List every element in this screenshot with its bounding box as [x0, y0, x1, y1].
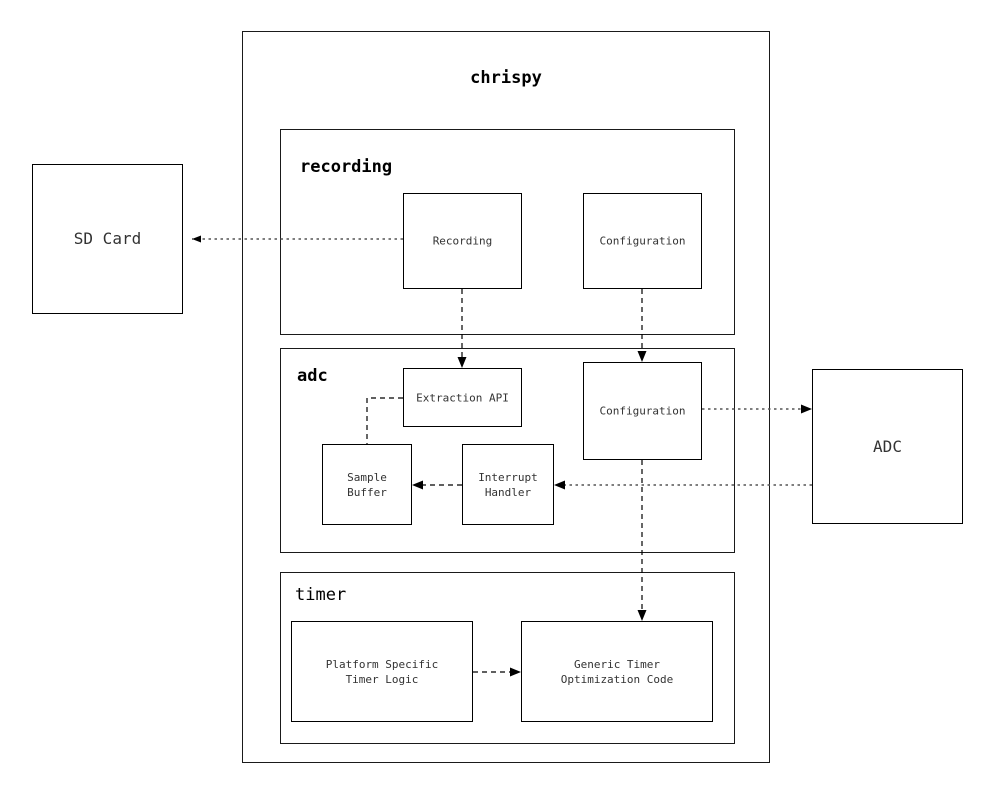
- container-recording: [280, 129, 735, 335]
- node-adc-configuration-label: Configuration: [599, 404, 686, 418]
- page-title: chrispy: [470, 68, 542, 88]
- container-chrispy: [242, 31, 770, 763]
- node-adc-sample-buffer[interactable]: Sample Buffer: [322, 444, 412, 525]
- node-adc-extraction-api-label: Extraction API: [416, 391, 509, 404]
- node-timer-platform-specific[interactable]: Platform Specific Timer Logic: [291, 621, 473, 722]
- container-label-adc: adc: [297, 366, 328, 386]
- node-recording-configuration[interactable]: Configuration: [583, 193, 702, 289]
- container-timer: [280, 572, 735, 744]
- node-timer-generic-optimization[interactable]: Generic Timer Optimization Code: [521, 621, 713, 722]
- node-timer-platform-specific-label: Platform Specific Timer Logic: [325, 657, 439, 686]
- node-adc-extraction-api[interactable]: Extraction API: [403, 368, 522, 427]
- container-label-timer: timer: [295, 585, 347, 605]
- node-recording-recording[interactable]: Recording: [403, 193, 522, 289]
- node-adc-interrupt-handler-label: Interrupt Handler: [478, 470, 538, 499]
- node-timer-generic-optimization-label: Generic Timer Optimization Code: [560, 657, 674, 686]
- node-adc-peripheral[interactable]: ADC: [812, 369, 963, 524]
- node-adc-peripheral-label: ADC: [873, 436, 902, 456]
- node-recording-configuration-label: Configuration: [599, 234, 686, 248]
- node-adc-configuration[interactable]: Configuration: [583, 362, 702, 460]
- node-sd-card[interactable]: SD Card: [32, 164, 183, 314]
- node-recording-recording-label: Recording: [432, 234, 493, 248]
- node-adc-sample-buffer-label: Sample Buffer: [347, 470, 387, 499]
- node-sd-card-label: SD Card: [73, 229, 142, 248]
- container-adc: [280, 348, 735, 553]
- node-adc-interrupt-handler[interactable]: Interrupt Handler: [462, 444, 554, 525]
- container-label-recording: recording: [300, 157, 393, 177]
